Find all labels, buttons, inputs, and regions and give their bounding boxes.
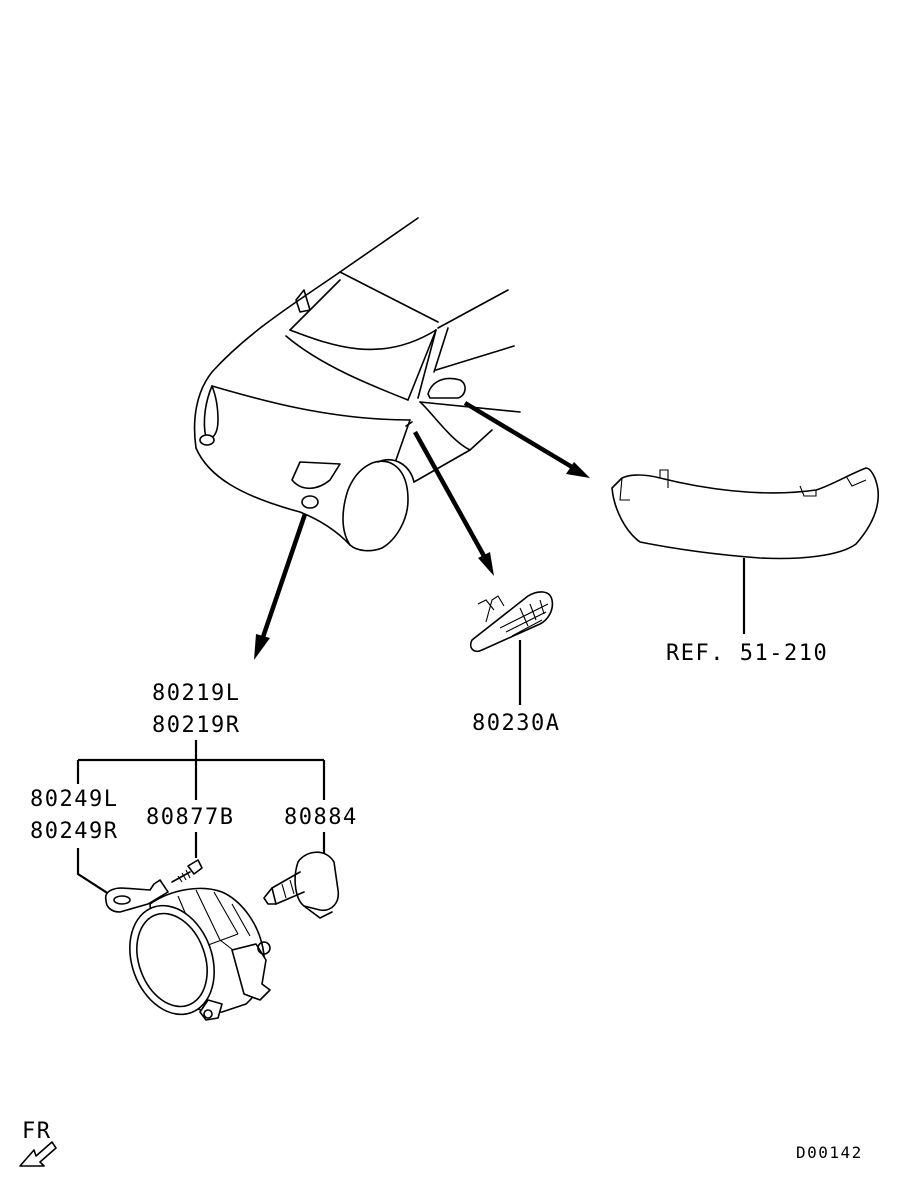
diagram-code-label: D00142 <box>796 1143 863 1162</box>
bracket-r-label: 80249R <box>30 819 118 844</box>
arrow-to-side-turn-lamp <box>413 430 494 576</box>
side-turn-lamp-part <box>469 591 554 653</box>
arrow-to-fog-lamp <box>254 513 308 660</box>
fog-lamp-assy-r-label: 80219R <box>152 713 240 738</box>
vehicle-body-outline <box>193 217 521 552</box>
fog-lamp-assembly-part <box>104 879 271 1021</box>
fog-bulb-part <box>263 851 340 919</box>
fog-lamp-assy-l-label: 80219L <box>152 681 240 706</box>
front-direction-indicator: FR <box>19 1119 57 1167</box>
mirror-ref-label: REF. 51-210 <box>666 641 828 666</box>
fog-lamp-leader-tree <box>76 740 326 800</box>
door-mirror-part <box>611 467 880 560</box>
bracket-l-label: 80249L <box>30 787 118 812</box>
side-turn-lamp-label: 80230A <box>472 711 560 736</box>
front-arrow-icon <box>19 1141 57 1167</box>
bracket-leader-line <box>76 848 113 897</box>
front-indicator-label: FR <box>22 1119 52 1144</box>
screw-label: 80877B <box>146 805 234 830</box>
arrow-to-mirror <box>463 401 590 478</box>
bulb-label: 80884 <box>284 805 358 830</box>
screw-part <box>171 859 203 883</box>
